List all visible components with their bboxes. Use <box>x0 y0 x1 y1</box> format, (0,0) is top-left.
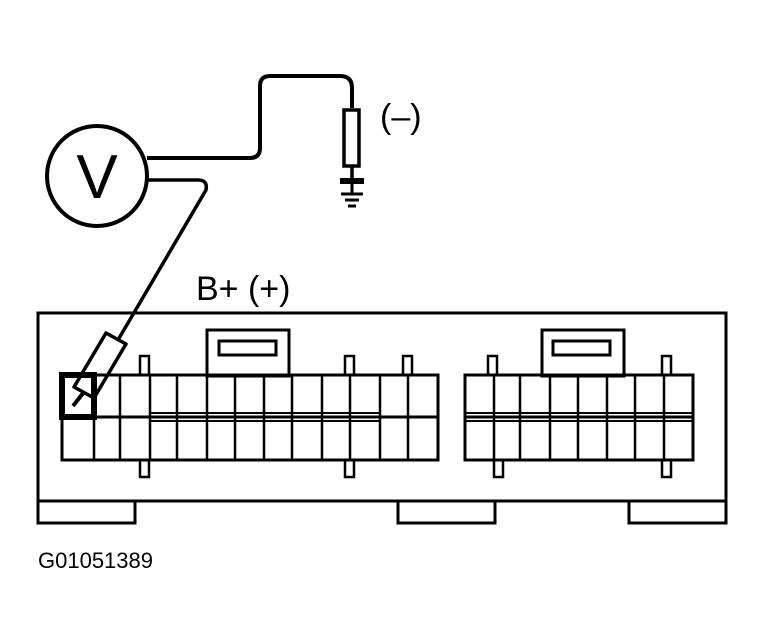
positive-lead-wire <box>116 178 209 341</box>
connector-block-left <box>59 354 440 479</box>
positive-label: B+ (+) <box>196 270 290 308</box>
meter-symbol: V <box>76 143 118 212</box>
negative-lead-wire <box>147 74 354 160</box>
ground-icon <box>341 184 363 208</box>
positive-probe-icon <box>71 331 128 408</box>
ecm-connector <box>36 311 728 525</box>
negative-label: (–) <box>380 98 422 136</box>
connector-block-right <box>463 354 695 479</box>
negative-probe-icon <box>340 108 364 184</box>
voltmeter-icon: V <box>45 124 149 228</box>
figure-code: G01051389 <box>38 548 153 573</box>
